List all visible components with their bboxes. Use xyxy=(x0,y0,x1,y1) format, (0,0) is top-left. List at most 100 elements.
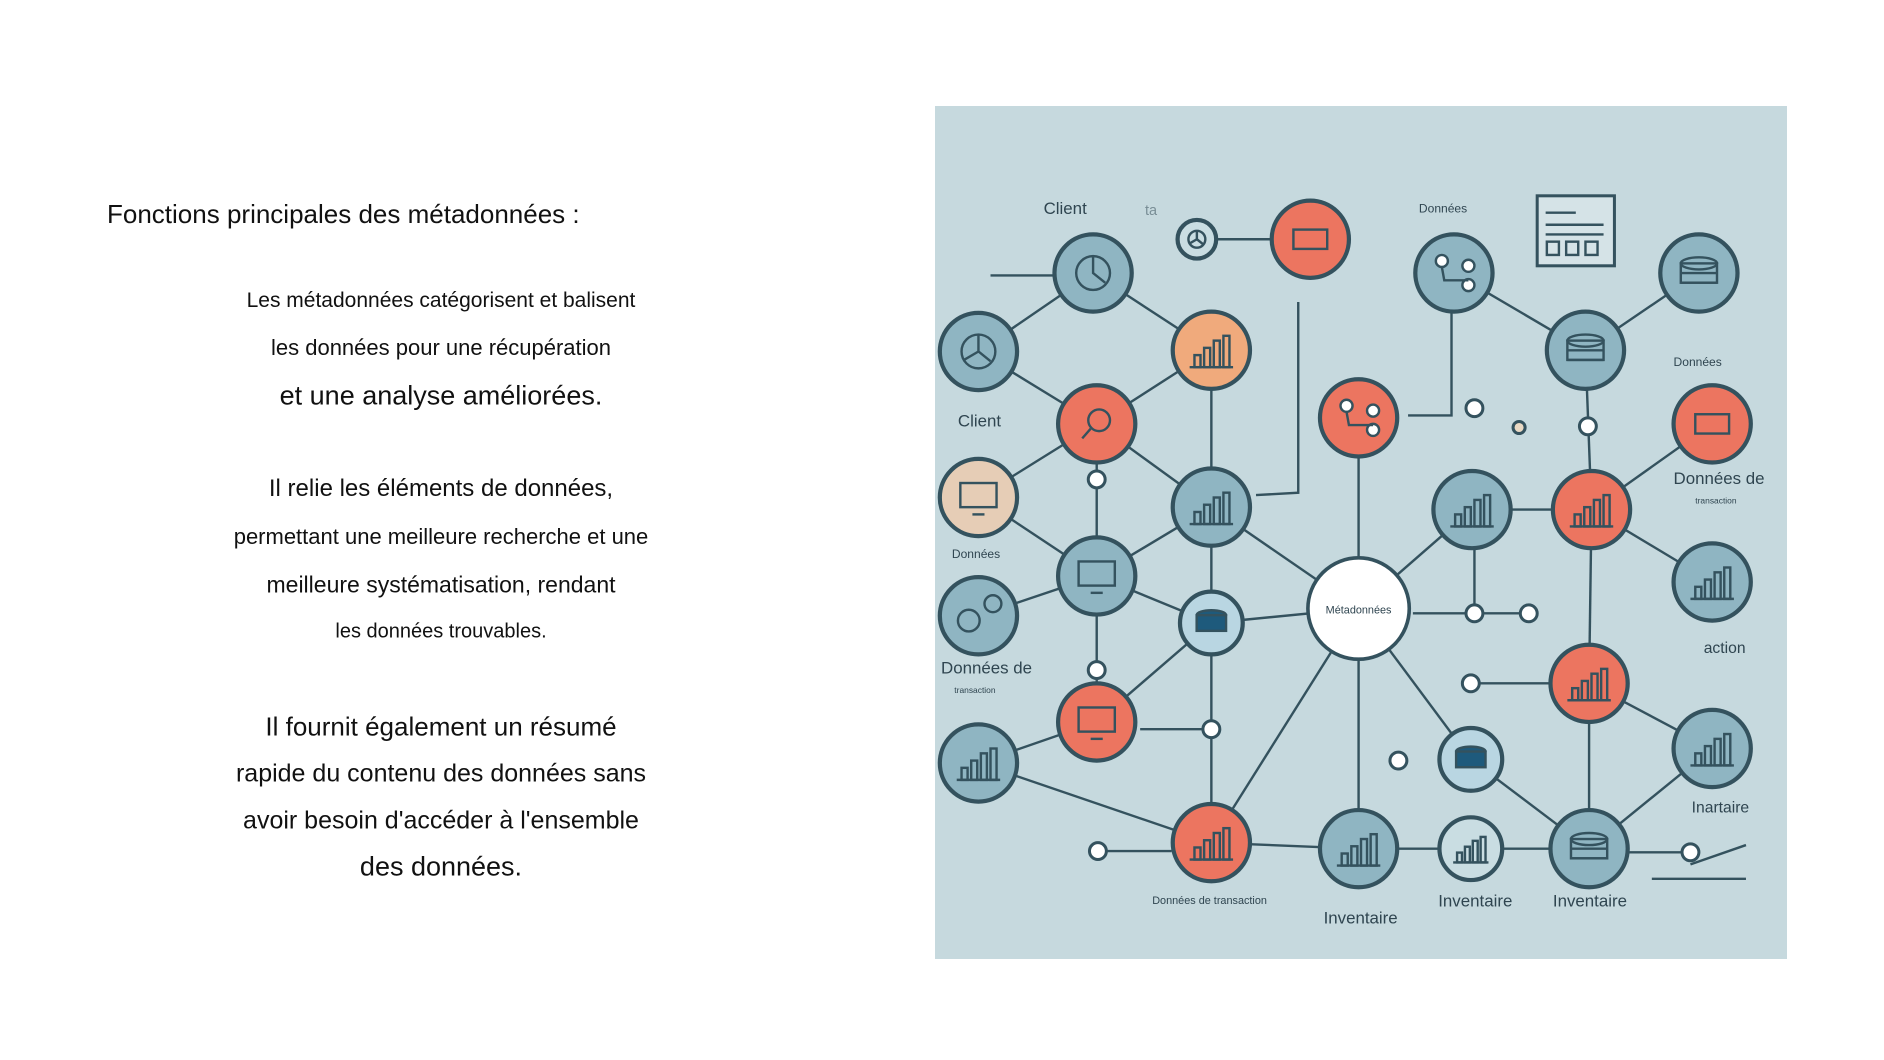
text-line: Il fournit également un résumé xyxy=(265,711,617,742)
label-donnees: Données xyxy=(952,547,1000,561)
chart-icon xyxy=(1690,732,1734,767)
pie-node xyxy=(1175,217,1219,261)
network-icon xyxy=(1339,398,1381,438)
network-node xyxy=(1317,377,1400,459)
connector-dot xyxy=(1087,841,1108,862)
label-transaction: transaction xyxy=(954,685,996,695)
text-line: et une analyse améliorées. xyxy=(279,380,603,411)
connector-line xyxy=(1255,302,1300,497)
chart-icon xyxy=(956,747,1001,782)
chart-icon xyxy=(1189,491,1234,526)
db-node xyxy=(1548,807,1630,890)
section-title: Fonctions principales des métadonnées : xyxy=(107,199,580,229)
chart-node xyxy=(1431,468,1513,551)
label-inventaire: Inventaire xyxy=(1553,892,1627,911)
chart-icon xyxy=(1336,832,1381,867)
metadata-center-label: Métadonnées xyxy=(1326,604,1392,616)
text-line: avoir besoin d'accéder à l'ensemble xyxy=(243,806,639,835)
connector-dot xyxy=(1464,398,1485,419)
monitor-node xyxy=(937,456,1020,539)
chart-node xyxy=(1170,466,1253,548)
db-node xyxy=(1544,309,1627,392)
network-diagram: Client ta Données Client Données Données… xyxy=(937,194,1765,928)
connector-dot xyxy=(1086,469,1107,490)
text-line: permettant une meilleure recherche et un… xyxy=(233,524,649,549)
text-line: des données. xyxy=(359,851,523,882)
connector-dot xyxy=(1518,603,1539,624)
gears-node xyxy=(937,575,1020,657)
connector-dot xyxy=(1388,750,1409,771)
folder-node xyxy=(1269,198,1352,280)
chart-node xyxy=(1170,309,1253,392)
connector-dot xyxy=(1511,419,1527,436)
connector-line xyxy=(978,761,1212,844)
connector-line xyxy=(1408,311,1453,417)
db-node xyxy=(1658,232,1740,314)
text-line: Il relie les éléments de données, xyxy=(268,475,614,502)
pie-node xyxy=(937,310,1020,393)
text-line: les données pour une récupération xyxy=(270,335,612,360)
chart-icon xyxy=(1453,835,1489,864)
label-inartaire: Inartaire xyxy=(1692,799,1750,816)
pie-icon xyxy=(960,333,997,370)
search-node xyxy=(1055,383,1138,465)
chart-node xyxy=(1671,707,1753,790)
label-client: Client xyxy=(1044,199,1087,218)
text-line: Les métadonnées catégorisent et balisent xyxy=(246,289,636,312)
clock-icon xyxy=(1074,254,1112,292)
label-donnees: Données xyxy=(1419,202,1467,216)
document-icon xyxy=(1535,194,1616,268)
monitor-node xyxy=(1055,535,1138,617)
connector-dot xyxy=(1086,660,1107,681)
metadata-hub-node xyxy=(1306,556,1412,662)
db-node xyxy=(1437,725,1505,793)
connector-dot xyxy=(1680,842,1701,863)
chart-node xyxy=(1170,801,1253,884)
label-donnees-de: Données de xyxy=(941,659,1032,678)
label-donnees-de: Données de xyxy=(1674,469,1765,488)
connector-dot xyxy=(1201,719,1222,740)
folder-node xyxy=(1671,383,1753,465)
search-icon xyxy=(1081,408,1112,440)
network-node xyxy=(1413,232,1495,314)
pie-icon xyxy=(1187,229,1207,249)
monitor-icon xyxy=(959,481,998,516)
db-icon xyxy=(1566,333,1605,362)
label-action: action xyxy=(1704,640,1746,657)
label-transaction: transaction xyxy=(1695,496,1737,506)
connector-line xyxy=(1690,843,1747,866)
connector-dot xyxy=(1460,673,1481,694)
chart-icon xyxy=(1450,493,1494,528)
chart-node xyxy=(1671,541,1753,623)
chart-node xyxy=(937,722,1020,804)
connector-dot xyxy=(1577,416,1598,437)
text-line: les données trouvables. xyxy=(335,620,547,643)
monitor-node xyxy=(1055,681,1138,763)
label-inventaire: Inventaire xyxy=(1438,892,1512,911)
chart-node xyxy=(1437,815,1505,883)
chart-node xyxy=(1550,468,1633,551)
chart-icon xyxy=(1189,826,1234,861)
db-icon xyxy=(1679,256,1719,284)
chart-icon xyxy=(1567,667,1611,702)
db-icon xyxy=(1569,831,1609,860)
chart-icon xyxy=(1690,566,1734,601)
gears-icon xyxy=(956,594,1003,633)
folder-icon xyxy=(1694,413,1731,435)
chart-node xyxy=(1548,642,1630,725)
text-line: meilleure systématisation, rendant xyxy=(266,571,616,598)
clock-node xyxy=(1052,232,1134,314)
connector-dot xyxy=(1464,603,1485,624)
label-client: Client xyxy=(958,411,1001,430)
chart-icon xyxy=(1189,334,1234,369)
chart-node xyxy=(1317,807,1400,890)
db-icon xyxy=(1195,609,1228,633)
chart-icon xyxy=(1569,493,1614,528)
metadata-network-illustration: Client ta Données Client Données Données… xyxy=(935,106,1787,959)
folder-icon xyxy=(1292,228,1329,251)
db-icon xyxy=(1454,745,1487,769)
text-line: rapide du contenu des données sans xyxy=(235,759,647,788)
label-donnees-de-transaction: Données de transaction xyxy=(1152,895,1267,907)
monitor-icon xyxy=(1077,560,1117,595)
label-fragment: ta xyxy=(1145,203,1158,219)
